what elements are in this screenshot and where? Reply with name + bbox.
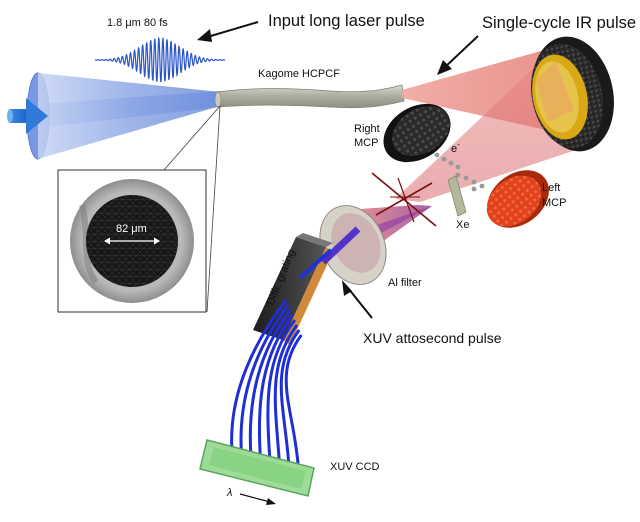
right-mcp-label-line2: MCP — [354, 137, 378, 149]
electron-dots — [434, 152, 485, 192]
xuv-pulse-label: XUV attosecond pulse — [363, 330, 502, 346]
xuv-ray — [273, 324, 299, 465]
xe-label: Xe — [456, 219, 469, 231]
input-beam-cone — [26, 72, 220, 160]
left-mcp-label-line2: MCP — [542, 197, 566, 209]
diffraction-grating — [253, 233, 333, 345]
core-diameter-label: 82 μm — [116, 223, 147, 235]
xuv-pulse-pointer-arrow — [342, 280, 373, 319]
fiber-cross-section-inset: 82 μm — [57, 169, 207, 313]
xuv-ray — [248, 309, 292, 458]
input-pulse-label: Input long laser pulse — [268, 12, 425, 30]
xe-gas-jet — [447, 175, 467, 217]
inset-zoom-lines — [163, 105, 221, 313]
al-filter — [319, 205, 387, 285]
xuv-ray — [266, 319, 297, 463]
lambda-label: λ — [226, 487, 232, 499]
focusing-mirror — [531, 36, 614, 152]
xuv-ray — [239, 304, 290, 455]
xuv-beam — [230, 226, 361, 470]
xuv-ray — [284, 334, 303, 470]
ccd-label: XUV CCD — [330, 461, 380, 473]
right-mcp-detector — [383, 103, 451, 163]
wavelength-arrow-icon — [239, 493, 276, 505]
ir-pulse-pointer-arrow — [437, 35, 479, 75]
fiber-label: Kagome HCPCF — [258, 68, 340, 80]
input-pulse-pointer-arrow — [197, 21, 259, 42]
pulse-waveform-icon — [94, 36, 226, 83]
ir-pulse-label: Single-cycle IR pulse — [482, 14, 636, 32]
xuv-ray — [230, 299, 288, 453]
double-arrow-icon — [104, 237, 160, 245]
electron-label: e- — [451, 140, 460, 155]
kagome-fiber — [214, 84, 405, 109]
left-mcp-detector — [486, 170, 549, 228]
input-arrow-icon — [7, 98, 48, 134]
xuv-ray — [279, 329, 301, 468]
pulse-spec-label: 1.8 μm 80 fs — [107, 17, 168, 29]
right-mcp-label-line1: Right — [354, 123, 380, 135]
deflector-lines — [371, 172, 437, 227]
xuv-ccd — [199, 439, 315, 497]
left-mcp-label-line1: Left — [542, 182, 560, 194]
al-filter-label: Al filter — [388, 277, 422, 289]
xuv-ray — [257, 314, 294, 460]
